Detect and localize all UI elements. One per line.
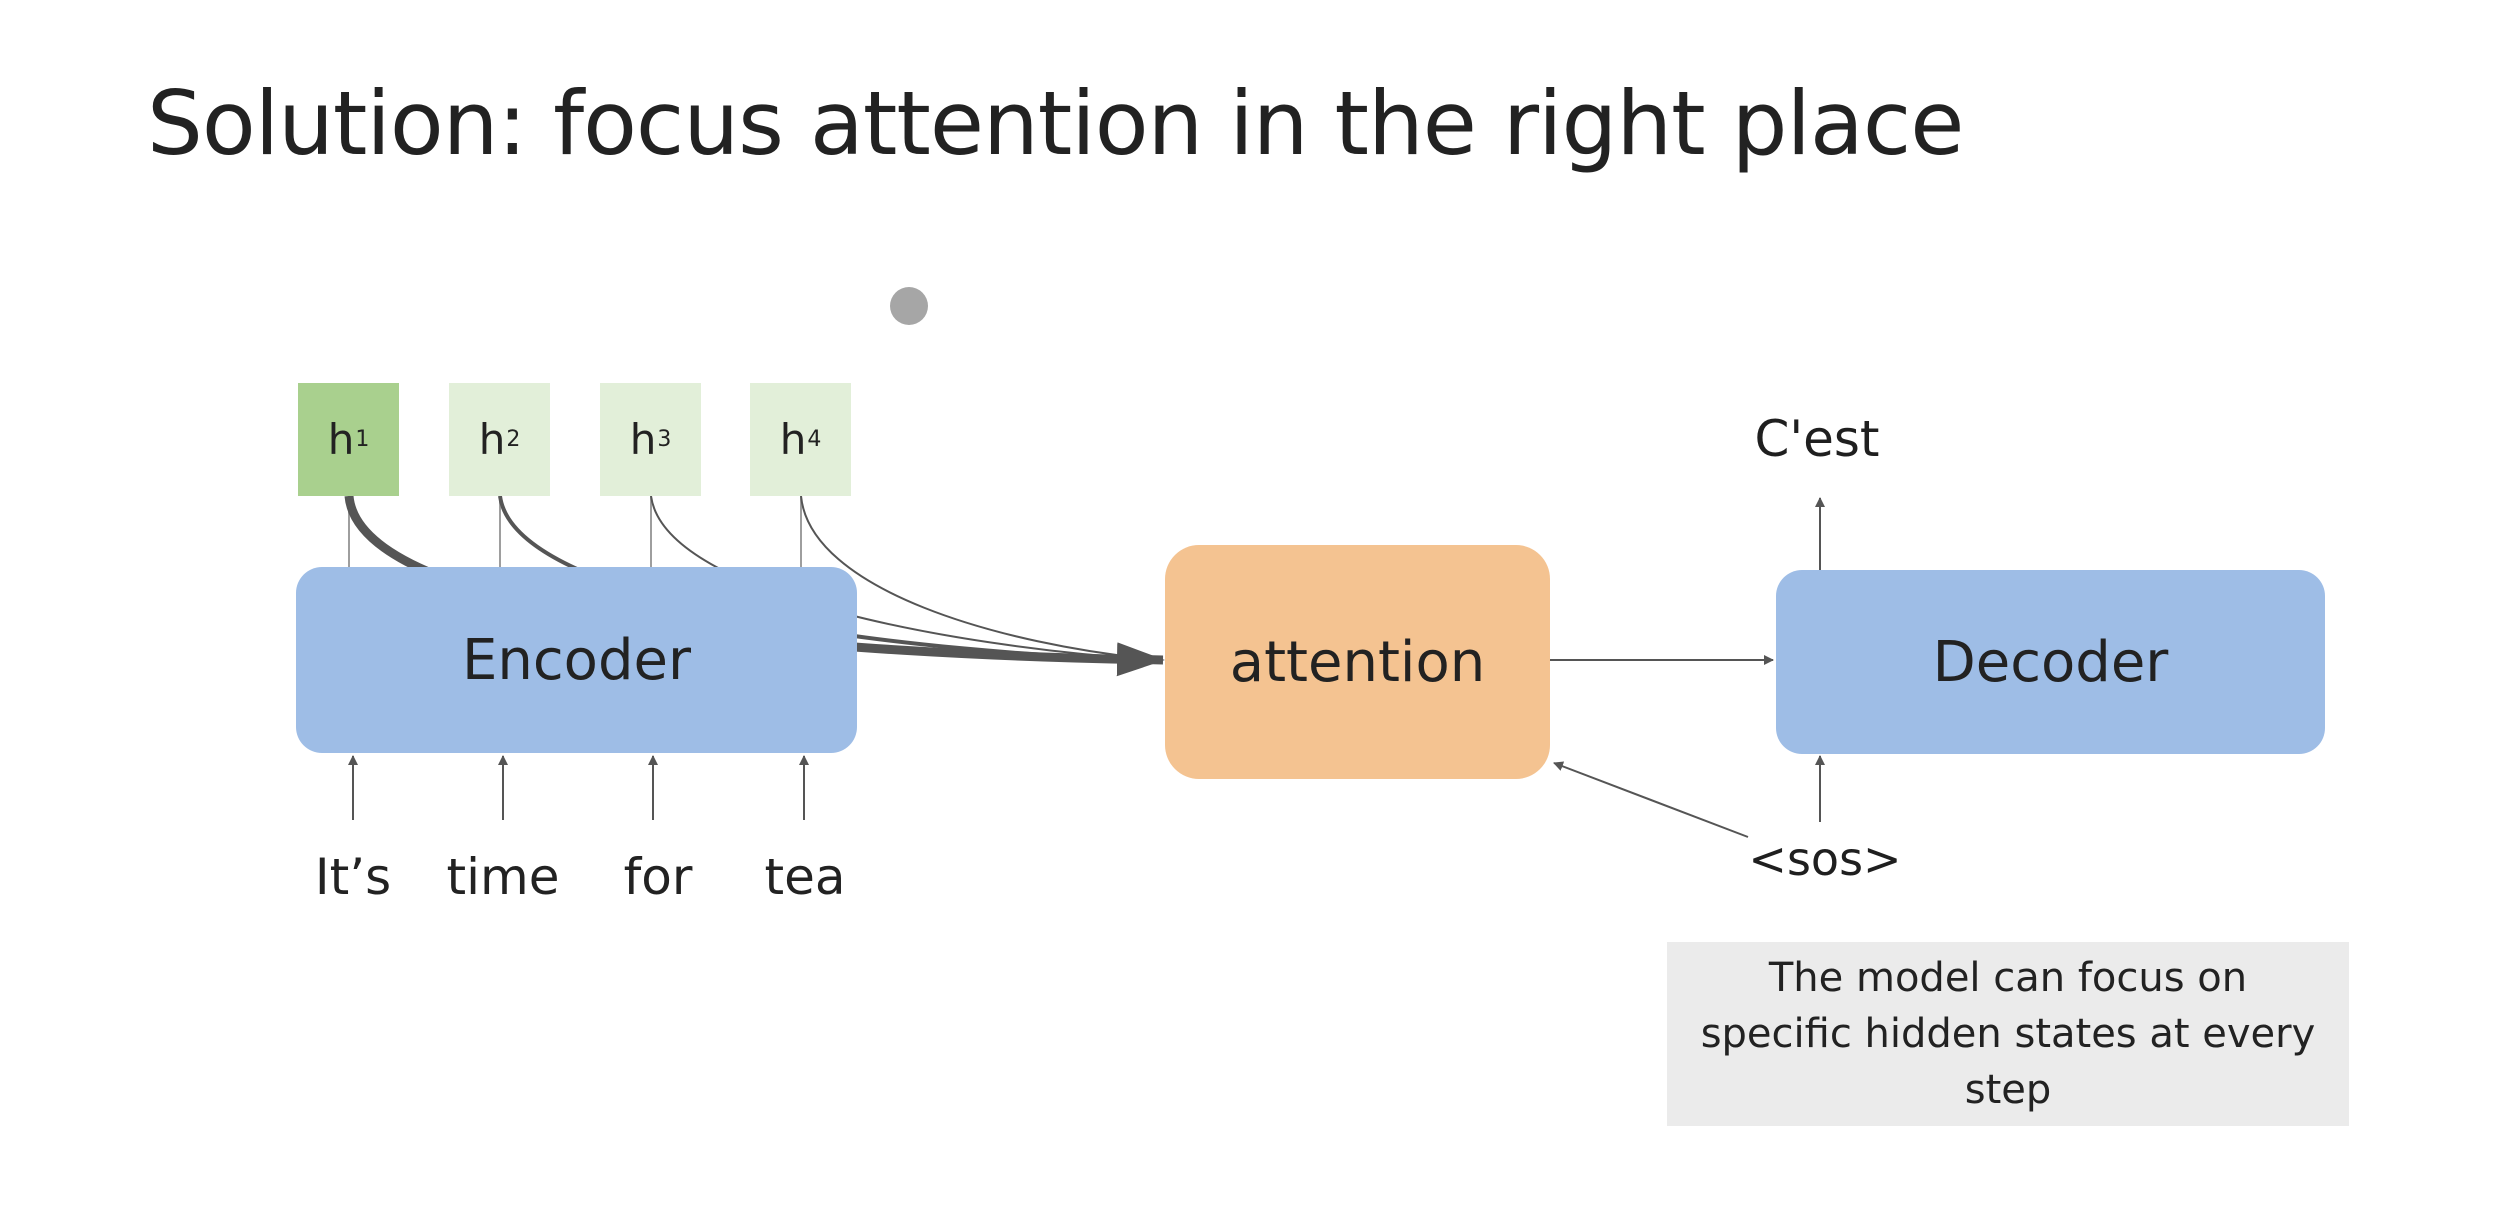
output-token: C'est — [1754, 410, 1880, 468]
attention-label: attention — [1229, 629, 1486, 695]
start-token: <sos> — [1748, 832, 1902, 886]
sos-to-attention-arrow — [1553, 761, 1749, 838]
note-text: The model can focus on specific hidden s… — [1700, 955, 2316, 1113]
hidden-state-index: 1 — [355, 427, 370, 452]
hidden-state-index: 4 — [807, 427, 822, 452]
input-word: It’s — [314, 848, 392, 906]
hidden-state-index: 2 — [506, 427, 521, 452]
hidden-state-letter: h — [629, 415, 657, 464]
hidden-state-letter: h — [327, 415, 355, 464]
decoder-label: Decoder — [1932, 629, 2169, 695]
slide-title: Solution: focus attention in the right p… — [147, 72, 1964, 175]
input-word: tea — [764, 848, 846, 906]
encoder-block: Encoder — [296, 567, 857, 753]
hidden-state-letter: h — [478, 415, 506, 464]
input-word: time — [446, 848, 560, 906]
attention-curve-h4 — [800, 495, 1161, 661]
decoder-block: Decoder — [1776, 570, 2325, 754]
input-word: for — [623, 848, 693, 906]
hidden-state-index: 3 — [657, 427, 672, 452]
hidden-state-letter: h — [779, 415, 807, 464]
attention-block: attention — [1165, 545, 1550, 779]
encoder-label: Encoder — [462, 627, 691, 693]
note-box: The model can focus on specific hidden s… — [1667, 942, 2349, 1126]
pointer-dot — [890, 287, 928, 325]
